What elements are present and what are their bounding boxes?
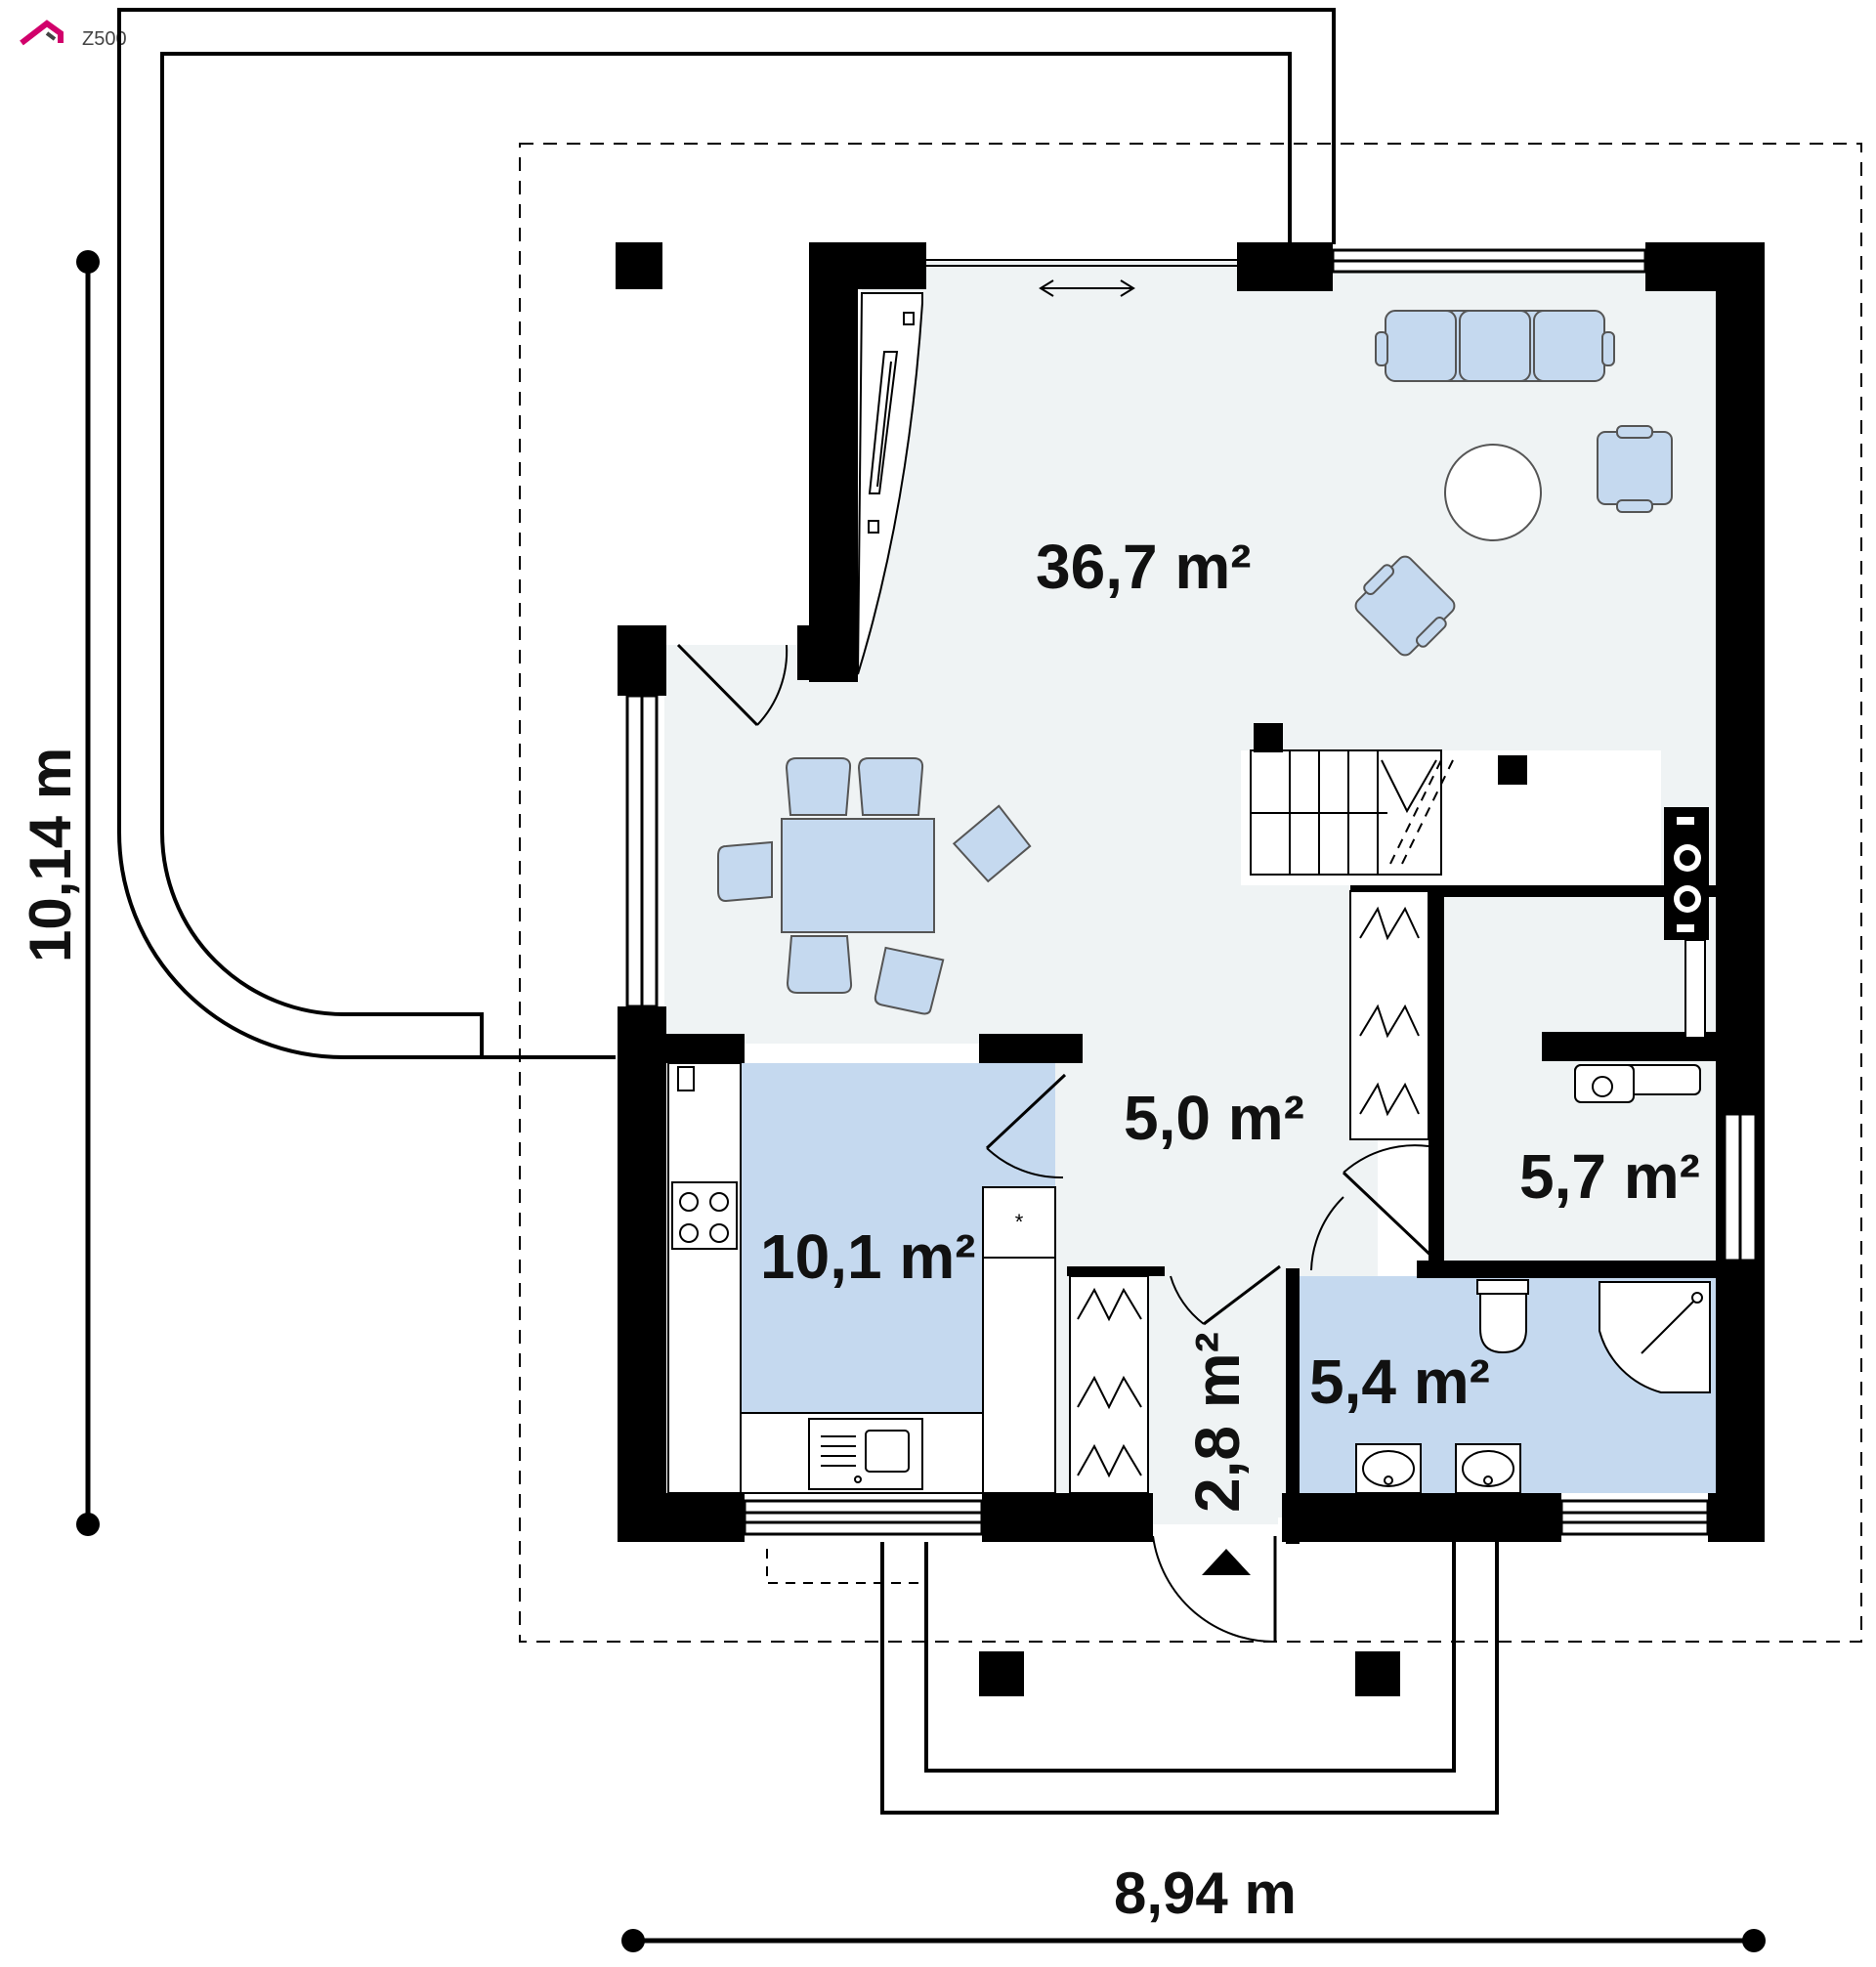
boiler-icon	[1664, 807, 1709, 940]
depth-dimension-label: 10,14 m	[18, 748, 83, 962]
vestibule-area-label: 2,8 m²	[1182, 1332, 1253, 1513]
roof-outline	[519, 143, 1862, 1643]
doors	[676, 643, 1438, 1644]
utility-door	[1310, 1144, 1438, 1271]
kitchen-sink-icon	[808, 1418, 923, 1490]
dimension-end-dot	[621, 1929, 645, 1952]
windows	[625, 248, 1758, 1536]
bathroom-area-label: 5,4 m²	[1309, 1347, 1490, 1417]
living-room-area-label: 36,7 m²	[1036, 532, 1252, 602]
fireplace-icon	[857, 292, 923, 675]
window-top-right	[1331, 248, 1647, 274]
terrace-outer-edge	[117, 8, 1336, 1059]
armchair-diagonal-icon	[1354, 555, 1456, 657]
wardrobe-hall-icon	[1349, 890, 1429, 1140]
dimension-end-dot	[76, 250, 100, 274]
staircase-icon	[1250, 749, 1454, 876]
width-dimension: 8,94 m	[621, 1860, 1766, 1952]
washbasin-left-icon	[1355, 1443, 1422, 1494]
terrace-inner-edge	[160, 52, 1292, 1057]
logo-text: Z500	[82, 28, 127, 50]
armchair-right-icon	[1597, 425, 1673, 513]
z500-logo: Z500	[20, 20, 127, 50]
fridge-icon: *	[982, 1186, 1056, 1259]
width-dimension-label: 8,94 m	[1114, 1860, 1297, 1926]
hall-door	[1170, 1264, 1281, 1326]
toilet-icon	[1476, 1279, 1529, 1354]
cooktop-icon	[671, 1181, 738, 1250]
porch-column-right	[1355, 1651, 1400, 1696]
entrance-arrow-icon	[1202, 1549, 1251, 1575]
dimension-end-dot	[1742, 1929, 1766, 1952]
entrance-porch	[880, 1542, 1499, 1815]
window-right-utility	[1723, 1112, 1758, 1262]
stair-void	[1241, 750, 1661, 885]
window-bay-outline	[766, 1549, 923, 1584]
dimension-end-dot	[76, 1513, 100, 1536]
vestibule-floor	[1153, 1280, 1278, 1524]
washbasin-right-icon	[1455, 1443, 1521, 1494]
kitchen-door	[985, 1073, 1067, 1179]
entrance-door	[1152, 1535, 1277, 1644]
wardrobe-vestibule-icon	[1069, 1275, 1149, 1494]
utility-sink-icon	[1574, 939, 1706, 1103]
porch-column-left	[979, 1651, 1024, 1696]
window-kitchen-bottom	[743, 1499, 984, 1536]
terrace	[117, 8, 1336, 1059]
house-logo-icon	[20, 20, 64, 46]
depth-dimension: 10,14 m	[18, 250, 100, 1536]
dining-set-icon	[717, 757, 1032, 1015]
terrace-column	[616, 242, 662, 289]
window-left-dining	[625, 694, 659, 1008]
window-bath-bottom	[1559, 1499, 1710, 1536]
terrace-door	[676, 643, 789, 727]
window-top-slider	[926, 259, 1237, 267]
svg-text:*: *	[1015, 1210, 1024, 1234]
kitchen-area-label: 10,1 m²	[760, 1221, 976, 1292]
sofa-icon	[1375, 310, 1615, 382]
shower-icon	[1599, 1281, 1711, 1393]
sliding-arrow-icon	[1039, 279, 1135, 297]
coffee-table-icon	[1444, 444, 1542, 541]
hall-area-label: 5,0 m²	[1124, 1083, 1304, 1153]
utility-area-label: 5,7 m²	[1519, 1141, 1700, 1212]
